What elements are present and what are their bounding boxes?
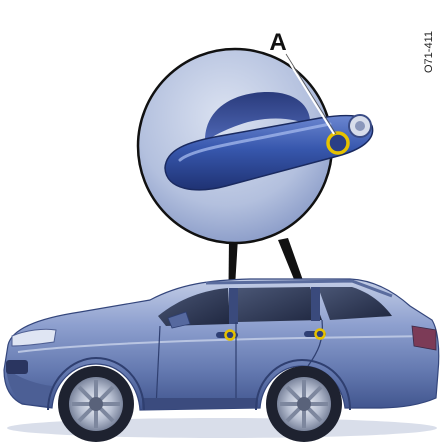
figure-code: O71-411 [423, 31, 435, 73]
tail-light [412, 326, 436, 350]
b-pillar [229, 288, 238, 324]
callout-label-a: A [269, 29, 286, 56]
front-wheel [58, 366, 134, 442]
side-sill [142, 398, 258, 410]
sensor-highlight-a [328, 133, 348, 153]
rear-wheel [266, 366, 342, 442]
window-rear-door [238, 287, 322, 322]
zoom-inset [138, 49, 373, 243]
lock-cylinder [349, 115, 371, 137]
car [4, 279, 439, 442]
front-grille [6, 360, 28, 374]
c-pillar [311, 287, 320, 321]
